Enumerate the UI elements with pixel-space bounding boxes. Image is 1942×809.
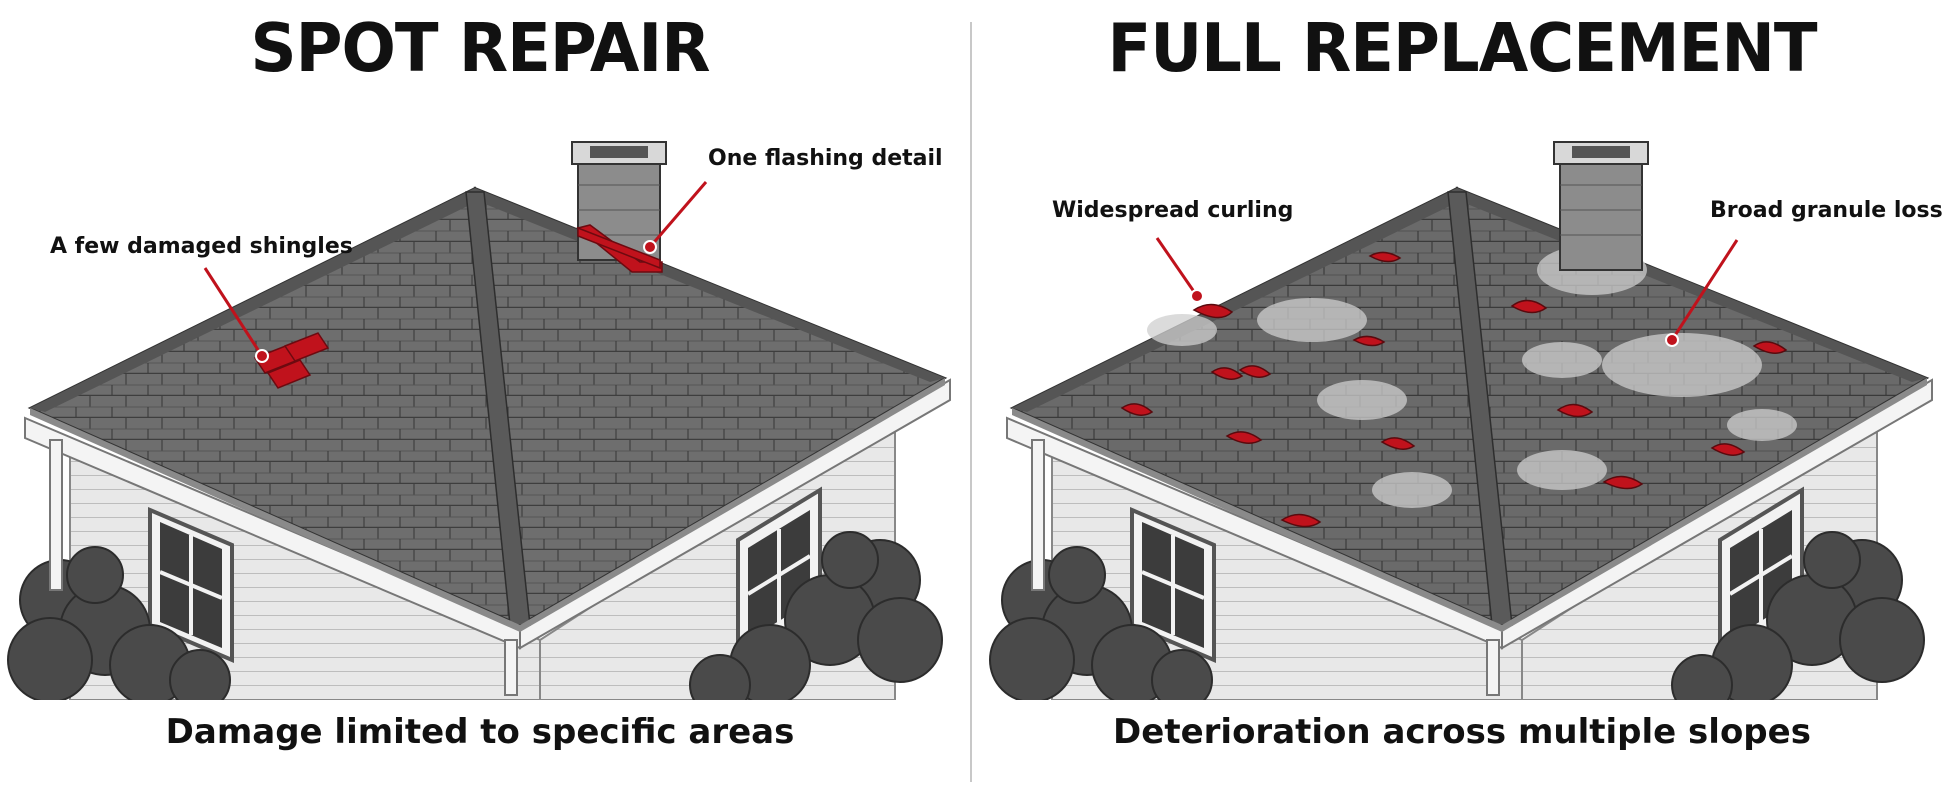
leader-lines (203, 181, 708, 363)
flashing-damage (576, 224, 663, 273)
granule-loss-patches (1147, 245, 1797, 508)
shrub-left (989, 546, 1213, 700)
hip-roof (1009, 186, 1930, 632)
shrub-left (7, 546, 231, 700)
hip-roof (27, 186, 948, 632)
damaged-shingles (253, 332, 330, 389)
full-replacement-caption: Deterioration across multiple slopes (1113, 712, 1811, 752)
curled-shingles (1120, 251, 1788, 528)
leader-lines (1155, 237, 1739, 347)
shrub-right (1671, 531, 1925, 700)
gutters (24, 378, 951, 696)
spot-repair-caption: Damage limited to specific areas (165, 712, 795, 752)
callout-flashing-detail: One flashing detail (708, 146, 943, 171)
chimney (1553, 141, 1649, 271)
panel-divider (970, 22, 972, 782)
spot-repair-panel: SPOT REPAIR (0, 0, 960, 809)
window-left (1130, 506, 1216, 664)
spot-repair-house-illustration (7, 141, 951, 700)
spot-repair-title: SPOT REPAIR (250, 10, 711, 88)
full-replacement-panel: FULL REPLACEMENT (982, 0, 1942, 809)
full-replacement-title: FULL REPLACEMENT (1107, 10, 1817, 88)
callout-broad-granule-loss: Broad granule loss (1710, 198, 1942, 223)
window-left (148, 506, 234, 664)
callout-widespread-curling: Widespread curling (1052, 198, 1294, 223)
callout-damaged-shingles: A few damaged shingles (50, 234, 353, 259)
full-replacement-house-illustration (989, 141, 1933, 700)
shrub-right (689, 531, 943, 700)
